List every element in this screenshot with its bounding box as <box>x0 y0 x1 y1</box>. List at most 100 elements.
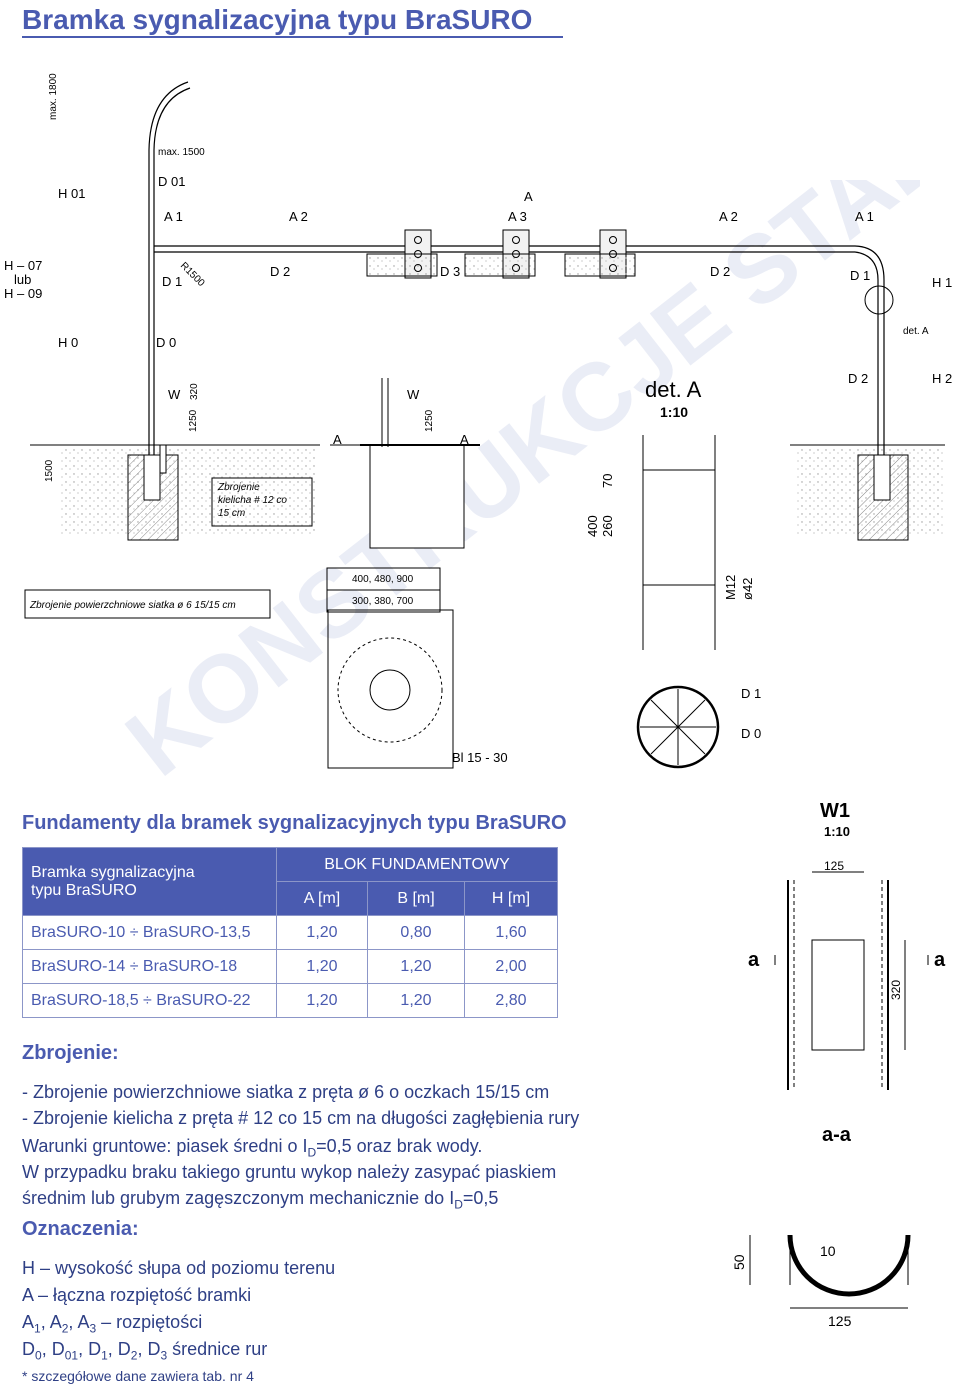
label-d2-detail: D 2 <box>848 371 868 386</box>
foundations-title: Fundamenty dla bramek sygnalizacyjnych t… <box>22 812 567 834</box>
row-h: 2,80 <box>464 983 558 1018</box>
header-b: B [m] <box>367 881 465 916</box>
w1-title: W1 <box>820 800 850 822</box>
soil-line-1: Warunki gruntowe: piasek średni o ID=0,5… <box>22 1136 482 1160</box>
row-h: 1,60 <box>464 915 558 950</box>
label-d1-left: D 1 <box>162 274 182 289</box>
header-block: BLOK FUNDAMENTOWY <box>276 847 558 882</box>
label-m12: M12 <box>723 575 738 600</box>
label-a2-left: A 2 <box>289 209 308 224</box>
row-a: 1,20 <box>276 915 368 950</box>
label-a3: A 3 <box>508 209 527 224</box>
legend-a-prefix: A <box>77 1312 90 1332</box>
header-a: A [m] <box>276 881 368 916</box>
legend-d-sub: 3 <box>160 1348 168 1363</box>
legend-d-suffix: średnice rur <box>167 1339 268 1359</box>
dim-box-zbro-pow <box>24 589 271 619</box>
label-deta-small: det. A <box>903 326 929 337</box>
header-h: H [m] <box>464 881 558 916</box>
label-d0-detail: D 0 <box>741 726 761 741</box>
aa-title: a-a <box>822 1124 851 1146</box>
legend-a: A – łączna rozpiętość bramki <box>22 1285 252 1305</box>
detail-a-section <box>636 685 720 769</box>
row-type: BraSURO-10 ÷ BraSURO-13,5 <box>22 915 277 950</box>
label-zbro-kiel-2: kielicha # 12 co <box>218 495 287 506</box>
foundations-table: Bramka sygnalizacyjna typu BraSURO BLOK … <box>22 847 558 1018</box>
label-bl: Bl 15 - 30 <box>452 750 508 765</box>
flange-plan <box>327 609 454 769</box>
aa-dim-125: 125 <box>828 1313 852 1329</box>
legend-d-sub: 1 <box>101 1348 108 1363</box>
label-d2-right: D 2 <box>710 264 730 279</box>
legend-d-prefix: D <box>22 1339 35 1359</box>
title-underline <box>22 36 563 38</box>
row-type: BraSURO-18,5 ÷ BraSURO-22 <box>22 983 277 1018</box>
row-b: 1,20 <box>367 983 465 1018</box>
label-70: 70 <box>600 474 615 488</box>
label-phi42: ø42 <box>740 578 755 600</box>
label-max1500: max. 1500 <box>158 147 205 158</box>
row-type: BraSURO-14 ÷ BraSURO-18 <box>22 949 277 984</box>
label-dims-inner: 300, 380, 700 <box>352 596 414 607</box>
reinforcement-heading: Zbrojenie: <box>22 1042 119 1064</box>
soil-sub: D <box>454 1197 463 1212</box>
label-d2-left: D 2 <box>270 264 290 279</box>
row-h: 2,00 <box>464 949 558 984</box>
header-type-line1: Bramka sygnalizacyjna <box>31 863 195 881</box>
legend-a-prefix: A <box>49 1312 62 1332</box>
w1-scale: 1:10 <box>824 824 851 839</box>
label-260: 260 <box>600 515 615 537</box>
legend-heading: Oznaczenia: <box>22 1218 139 1240</box>
legend-a-sub: 2 <box>61 1321 69 1336</box>
label-d0: D 0 <box>156 335 176 350</box>
center-foundation <box>360 378 480 549</box>
legend-h: H – wysokość słupa od poziomu terenu <box>22 1258 336 1278</box>
legend-d-prefix: D <box>51 1339 65 1359</box>
label-w-center: W <box>407 387 420 402</box>
w1-drawing: 125 320 a a <box>748 859 946 1090</box>
label-h07: H – 07 <box>4 258 42 273</box>
table-row: BraSURO-10 ÷ BraSURO-13,5 1,20 0,80 1,60 <box>22 915 558 950</box>
legend-a-items: A1, A2, A3 – rozpiętości <box>22 1312 203 1336</box>
soil-left <box>60 447 315 537</box>
legend-d-sub: 0 <box>35 1348 42 1363</box>
soil-sub: D <box>307 1145 317 1160</box>
label-lub: lub <box>14 272 31 287</box>
label-1250-left: 1250 <box>188 409 199 432</box>
label-h2: H 2 <box>932 371 952 386</box>
label-zbro-kiel-1: Zbrojenie <box>217 482 260 493</box>
label-d1-right: D 1 <box>850 268 870 283</box>
w1-section-right: a <box>934 949 946 971</box>
dim-box-zbro-kiel <box>211 477 313 527</box>
label-w-left: W <box>168 387 181 402</box>
legend-d-items: D0, D01, D1, D2, D3 średnice rur <box>22 1339 268 1363</box>
label-section-a-left: A <box>333 432 342 447</box>
legend-a-sub: 1 <box>34 1321 41 1336</box>
label-a2-right: A 2 <box>719 209 738 224</box>
row-b: 0,80 <box>367 915 465 950</box>
label-h01: H 01 <box>58 186 85 201</box>
reinforcement-line: - Zbrojenie powierzchniowe siatka z pręt… <box>22 1082 550 1102</box>
table-row: BraSURO-14 ÷ BraSURO-18 1,20 1,20 2,00 <box>22 949 558 984</box>
label-1250-center: 1250 <box>424 409 435 432</box>
label-h09: H – 09 <box>4 286 42 301</box>
row-a: 1,20 <box>276 983 368 1018</box>
legend-d-prefix: D <box>117 1339 131 1359</box>
reinforcement-line: - Zbrojenie kielicha z pręta # 12 co 15 … <box>22 1108 580 1128</box>
soil-1a: Warunki gruntowe: piasek średni o I <box>22 1136 308 1156</box>
left-mast <box>148 81 191 500</box>
legend-note: * szczegółowe dane zawiera tab. nr 4 <box>22 1368 254 1384</box>
soil-3a: średnim lub grubym zagęszczonym mechanic… <box>22 1188 455 1208</box>
label-d3: D 3 <box>440 264 460 279</box>
label-a1-right: A 1 <box>855 209 874 224</box>
detail-a-drawing <box>642 435 716 650</box>
detail-circle <box>864 285 894 315</box>
row-b: 1,20 <box>367 949 465 984</box>
dim-box-inner <box>326 589 441 613</box>
left-foundation <box>127 444 179 541</box>
label-max1800: max. 1800 <box>48 73 59 120</box>
legend-d-prefix: D <box>88 1339 102 1359</box>
soil-line-3: średnim lub grubym zagęszczonym mechanic… <box>22 1188 498 1212</box>
soil-1b: =0,5 oraz brak wody. <box>316 1136 483 1156</box>
label-a1-left: A 1 <box>164 209 183 224</box>
